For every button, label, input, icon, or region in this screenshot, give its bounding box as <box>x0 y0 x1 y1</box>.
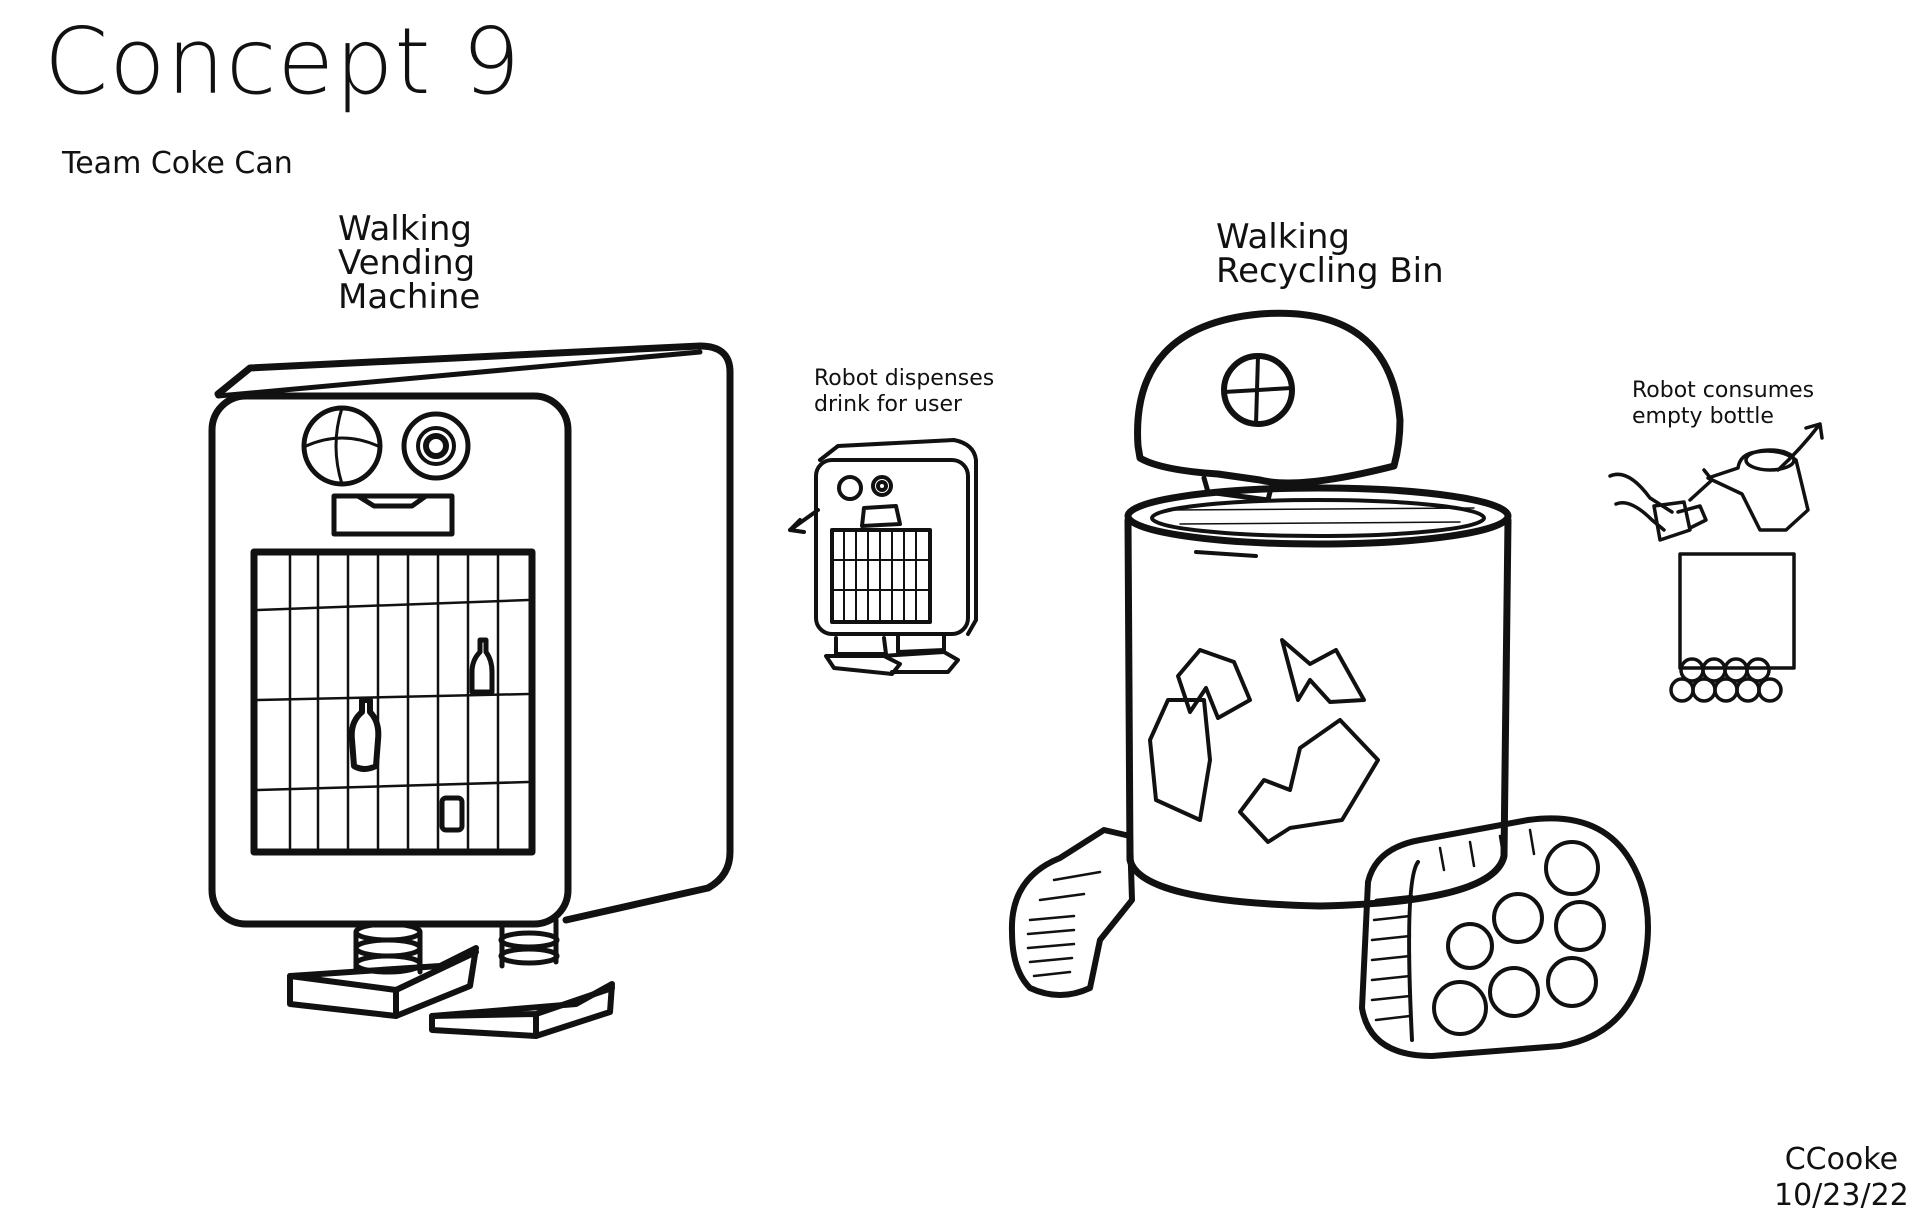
vending-eye-left-icon <box>301 405 383 487</box>
team-name: Team Coke Can <box>62 146 293 181</box>
recycling-bin-label-line: Recycling Bin <box>1216 251 1444 291</box>
can-icon <box>439 795 465 833</box>
recycling-bin-label-line: Walking <box>1216 217 1350 257</box>
vending-eye-right-icon <box>401 411 471 481</box>
sheet-title: Concept 9 <box>44 8 522 115</box>
recycle-icon <box>1148 638 1380 844</box>
vending-machine-label-line: Machine <box>338 277 481 317</box>
vending-machine-note: Robot dispenses drink for user <box>814 366 994 418</box>
bin-robot-consuming-drawing <box>1608 422 1824 703</box>
author-signature: CCooke 10/23/22 <box>1774 1142 1909 1214</box>
vending-machine-note-line: Robot dispenses <box>814 366 995 391</box>
recycling-bin-label: Walking Recycling Bin <box>1216 220 1444 288</box>
bin-eye-icon <box>1221 353 1295 427</box>
sketch-date: 10/23/22 <box>1774 1178 1909 1213</box>
walking-vending-machine-drawing <box>208 342 734 1039</box>
vending-machine-label-line: Vending <box>338 243 476 283</box>
walking-recycling-bin-drawing <box>1008 309 1651 1059</box>
author-name: CCooke <box>1784 1142 1899 1177</box>
recycling-bin-note-line: empty bottle <box>1632 404 1774 429</box>
bin-tread-right <box>1359 815 1651 1059</box>
bin-tread-left <box>1008 827 1135 998</box>
bottle-icon <box>348 697 382 772</box>
vending-robot-dispensing-drawing <box>788 438 978 676</box>
bottle-icon <box>469 637 495 695</box>
recycling-bin-note: Robot consumes empty bottle <box>1632 378 1814 430</box>
vending-machine-note-line: drink for user <box>814 392 963 417</box>
vending-machine-label: Walking Vending Machine <box>338 212 480 314</box>
recycling-bin-note-line: Robot consumes <box>1632 378 1815 403</box>
vending-machine-label-line: Walking <box>338 209 472 249</box>
